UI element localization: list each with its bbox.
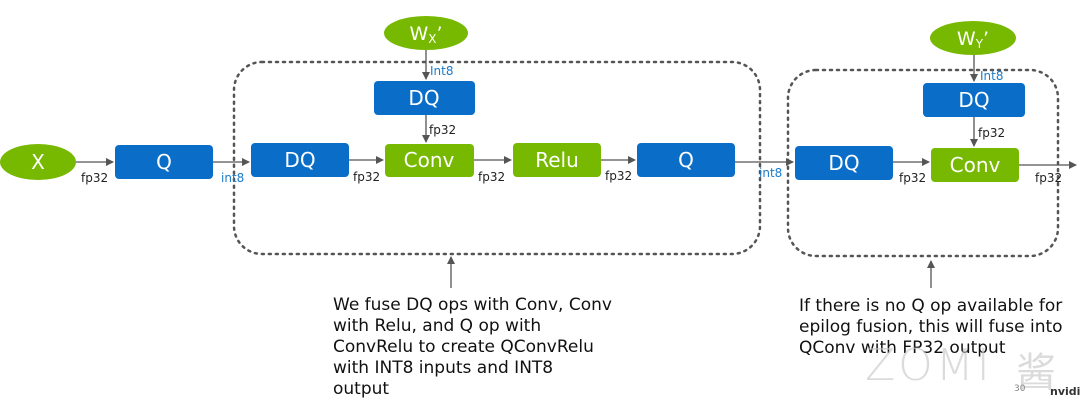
label-q-to-dq-right: int8 bbox=[759, 166, 782, 180]
q2-label: Q bbox=[678, 148, 694, 172]
dq-weight-right-node bbox=[923, 83, 1025, 117]
weight-wy-label: WY’ bbox=[957, 28, 989, 51]
label-wx-int: Int8 bbox=[430, 64, 453, 78]
input-x-node bbox=[0, 144, 76, 180]
note-left-line: with INT8 inputs and INT8 bbox=[333, 358, 554, 378]
label-q-to-dq: int8 bbox=[221, 171, 244, 185]
dq-weight-right-label: DQ bbox=[958, 88, 989, 112]
relu-label: Relu bbox=[535, 148, 579, 172]
conv-left-node bbox=[385, 144, 474, 177]
note-right: If there is no Q op available for epilog… bbox=[799, 296, 1063, 359]
watermark-glyph: 酱 bbox=[1016, 350, 1056, 396]
label-dq-to-conv-right: fp32 bbox=[899, 171, 926, 185]
note-left-line: ConvRelu to create QConvRelu bbox=[333, 337, 594, 357]
dq-weight-left-label: DQ bbox=[408, 86, 439, 110]
fusion-group-right bbox=[786, 68, 1060, 258]
weight-wx-node bbox=[384, 16, 468, 50]
dq-right-label: DQ bbox=[828, 151, 859, 175]
q2-node bbox=[637, 143, 735, 177]
conv-left-label: Conv bbox=[404, 148, 455, 172]
weight-wy-node bbox=[930, 21, 1016, 55]
relu-node bbox=[513, 143, 601, 177]
label-wy-int: Int8 bbox=[980, 69, 1003, 83]
label-conv-out: fp32 bbox=[1035, 171, 1062, 185]
note-right-line: If there is no Q op available for bbox=[799, 296, 1063, 316]
input-x-label: X bbox=[31, 150, 45, 174]
page-number: 30 bbox=[1014, 384, 1026, 394]
watermark-logo: ZOMI bbox=[865, 340, 993, 391]
note-left-line: output bbox=[333, 379, 390, 399]
note-right-line: epilog fusion, this will fuse into bbox=[799, 317, 1063, 337]
label-x-to-q: fp32 bbox=[81, 171, 108, 185]
dq-left-label: DQ bbox=[284, 148, 315, 172]
conv-right-node bbox=[931, 148, 1019, 182]
note-left-line: We fuse DQ ops with Conv, Conv bbox=[333, 295, 612, 315]
label-dq-to-conv: fp32 bbox=[353, 170, 380, 184]
dq-weight-left-node bbox=[374, 81, 475, 115]
label-relu-to-q: fp32 bbox=[605, 169, 632, 183]
dq-left-node bbox=[251, 143, 349, 177]
label-wdq-to-conv-right: fp32 bbox=[978, 126, 1005, 140]
brand-logo: nvidi bbox=[1050, 385, 1080, 398]
note-left-line: with Relu, and Q op with bbox=[333, 316, 542, 336]
weight-wx-label: WX’ bbox=[409, 23, 442, 46]
q1-node bbox=[115, 145, 213, 179]
dq-right-node bbox=[795, 146, 893, 180]
note-right-line: QConv with FP32 output bbox=[799, 338, 1006, 358]
fusion-group-left bbox=[232, 60, 762, 256]
q1-label: Q bbox=[156, 150, 172, 174]
note-left: We fuse DQ ops with Conv, Conv with Relu… bbox=[333, 295, 612, 400]
label-conv-to-relu: fp32 bbox=[478, 170, 505, 184]
conv-right-label: Conv bbox=[950, 153, 1001, 177]
label-wdq-to-conv: fp32 bbox=[429, 123, 456, 137]
